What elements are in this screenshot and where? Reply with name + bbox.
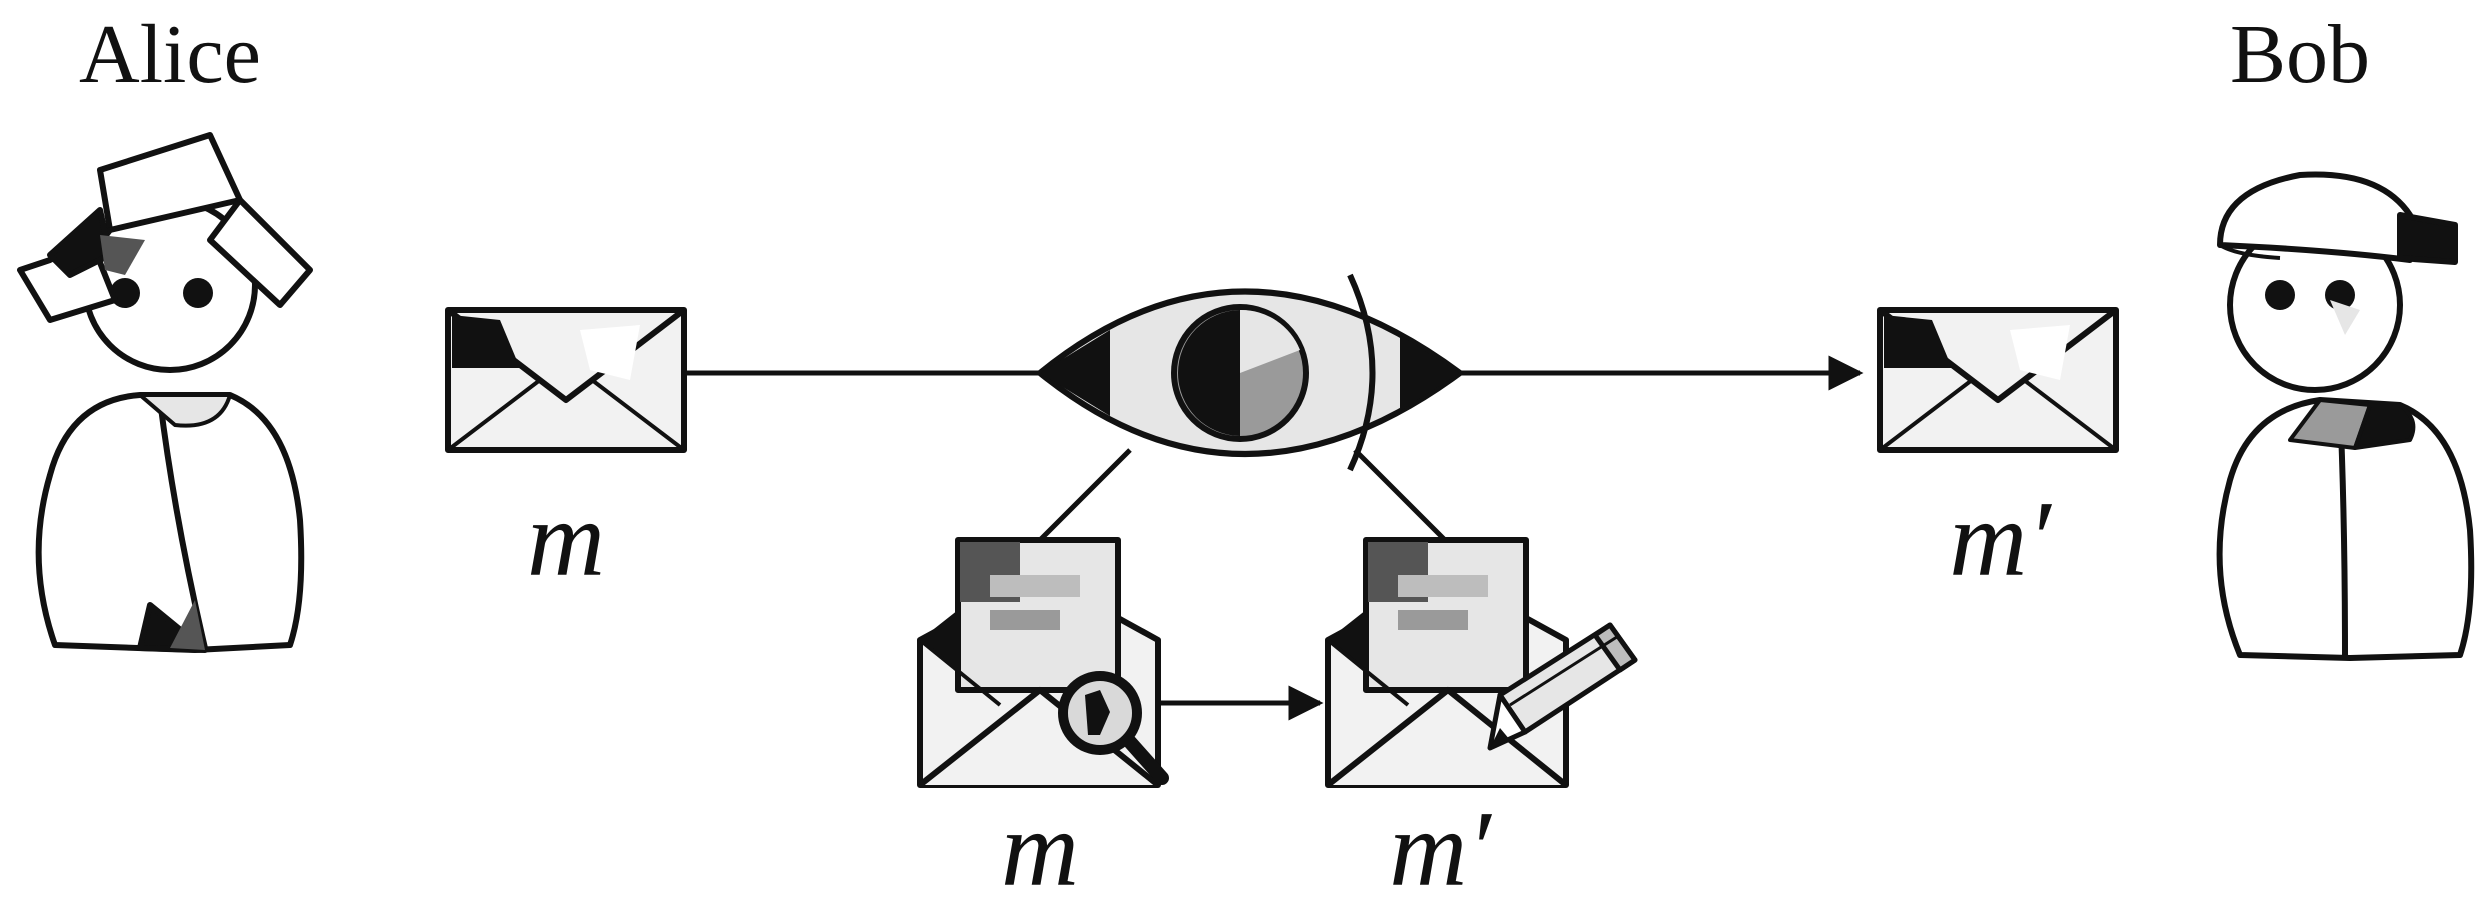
magnifier-icon: [1058, 671, 1169, 785]
link-eye-to-inspected: [1038, 448, 1132, 542]
bob-name: Bob: [2230, 8, 2370, 101]
message-label-altered: m′: [1389, 790, 1492, 904]
message-label-inspected: m: [1001, 790, 1079, 904]
link-eye-to-altered: [1353, 448, 1447, 542]
bob-icon: [2216, 171, 2475, 661]
envelope-received-icon: [1877, 307, 2119, 453]
envelope-original-icon: [445, 307, 687, 453]
envelope-altered-icon: [1325, 537, 1569, 788]
message-label-original: m: [527, 480, 605, 599]
alice-name: Alice: [79, 8, 261, 101]
pencil-icon: [1487, 622, 1638, 751]
message-label-received: m′: [1949, 480, 2052, 599]
eye-icon: [1037, 273, 1463, 472]
alice-icon: [17, 132, 313, 653]
